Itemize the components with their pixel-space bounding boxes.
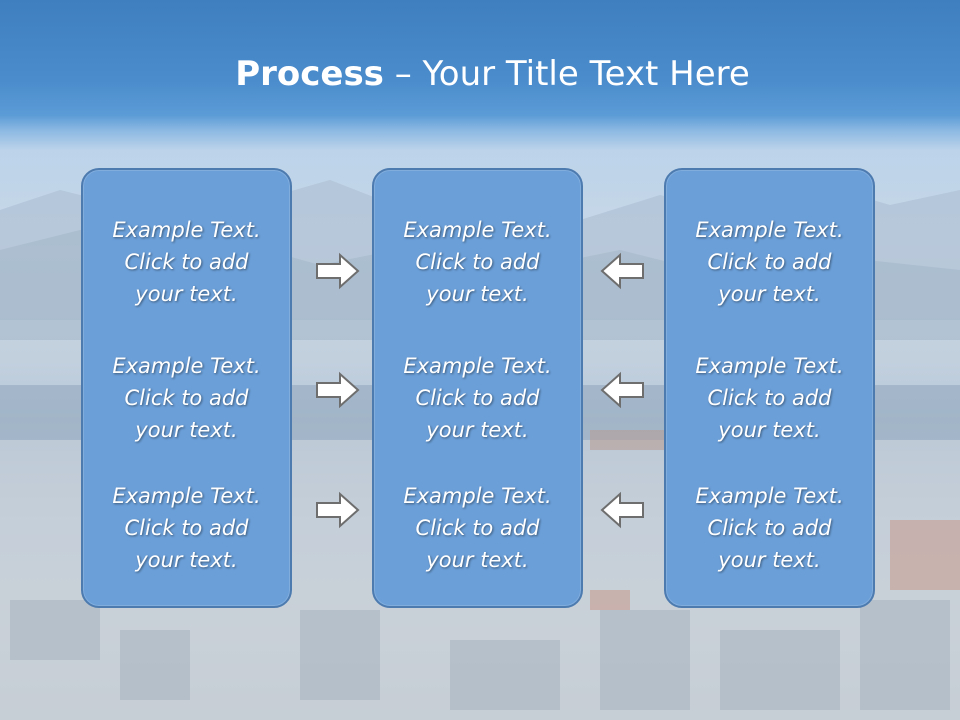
- title-bold: Process: [235, 54, 384, 94]
- arrow-right-icon: [316, 491, 360, 529]
- text-block[interactable]: Example Text. Click to add your text.: [374, 480, 581, 576]
- slide-title[interactable]: Process – Your Title Text Here: [0, 54, 960, 94]
- text-line: Click to add: [415, 516, 540, 540]
- text-line: Example Text.: [403, 484, 552, 508]
- text-line: Example Text.: [695, 218, 844, 242]
- text-line: Click to add: [707, 516, 832, 540]
- text-line: Click to add: [415, 386, 540, 410]
- text-line: your text.: [426, 418, 529, 442]
- text-line: Click to add: [124, 516, 249, 540]
- title-rest: – Your Title Text Here: [383, 54, 750, 94]
- process-box-right[interactable]: Example Text. Click to add your text. Ex…: [664, 168, 875, 608]
- arrow-right-icon: [316, 371, 360, 409]
- text-line: your text.: [135, 418, 238, 442]
- text-line: your text.: [718, 418, 821, 442]
- process-box-left[interactable]: Example Text. Click to add your text. Ex…: [81, 168, 292, 608]
- text-line: Example Text.: [403, 218, 552, 242]
- text-line: Example Text.: [112, 354, 261, 378]
- arrow-left-icon: [600, 491, 644, 529]
- text-line: your text.: [718, 282, 821, 306]
- text-line: Example Text.: [403, 354, 552, 378]
- process-box-center[interactable]: Example Text. Click to add your text. Ex…: [372, 168, 583, 608]
- arrow-right-icon: [316, 252, 360, 290]
- text-block[interactable]: Example Text. Click to add your text.: [83, 350, 290, 446]
- text-line: your text.: [718, 548, 821, 572]
- text-line: Example Text.: [695, 354, 844, 378]
- text-block[interactable]: Example Text. Click to add your text.: [83, 480, 290, 576]
- text-line: Click to add: [707, 386, 832, 410]
- text-line: Click to add: [124, 250, 249, 274]
- text-line: Example Text.: [112, 484, 261, 508]
- arrow-left-icon: [600, 252, 644, 290]
- text-line: your text.: [135, 548, 238, 572]
- text-line: Example Text.: [112, 218, 261, 242]
- text-line: Example Text.: [695, 484, 844, 508]
- text-line: Click to add: [124, 386, 249, 410]
- text-line: your text.: [135, 282, 238, 306]
- text-line: your text.: [426, 282, 529, 306]
- text-block[interactable]: Example Text. Click to add your text.: [666, 350, 873, 446]
- text-line: your text.: [426, 548, 529, 572]
- text-line: Click to add: [707, 250, 832, 274]
- text-block[interactable]: Example Text. Click to add your text.: [374, 214, 581, 310]
- arrow-left-icon: [600, 371, 644, 409]
- text-block[interactable]: Example Text. Click to add your text.: [374, 350, 581, 446]
- text-block[interactable]: Example Text. Click to add your text.: [666, 214, 873, 310]
- text-block[interactable]: Example Text. Click to add your text.: [83, 214, 290, 310]
- text-block[interactable]: Example Text. Click to add your text.: [666, 480, 873, 576]
- text-line: Click to add: [415, 250, 540, 274]
